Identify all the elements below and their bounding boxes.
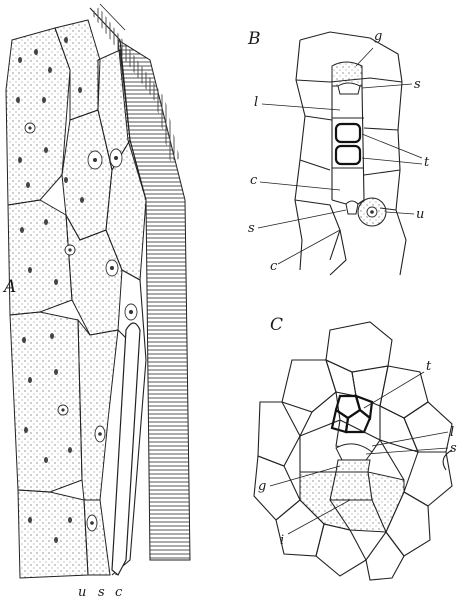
panel-c-callout-g: g [258,479,266,494]
panel-a-label-s: s [98,585,105,600]
panel-b: B g s l t c s u c [247,29,430,275]
panel-c-region-i [300,472,404,532]
panel-b-callout-c2: c [270,259,278,274]
panel-c-cell-s [336,444,372,460]
panel-a-cell [8,200,72,315]
panel-a: A u s c [2,4,190,600]
panel-c-cell-g [336,460,370,472]
panel-b-callout-t: t [424,155,430,170]
panel-a-c-tube [112,323,140,575]
panel-c: C t l s g i [254,315,457,580]
panel-b-tracheid [336,146,360,164]
panel-b-callout-l: l [254,95,258,110]
panel-c-callout-i: i [280,533,284,548]
panel-b-callout-s: s [414,77,421,92]
panel-b-callout-s2: s [248,221,255,236]
panel-b-tracheid [336,124,360,142]
panel-c-callout-s: s [450,441,457,456]
panel-b-label: B [247,29,261,49]
panel-c-tracheid [356,396,372,418]
panel-b-cell-g [332,62,362,86]
panel-b-callout-u: u [416,207,424,222]
panel-a-cell [10,312,82,492]
panel-a-cell [78,320,118,500]
panel-a-label-c: c [115,585,123,600]
panel-a-cell [84,500,110,575]
panel-c-label: C [270,315,283,335]
panel-c-callout-l: l [450,425,454,440]
panel-a-label-u: u [78,585,86,600]
panel-c-callout-t: t [426,359,432,374]
panel-a-label: A [2,277,16,297]
panel-b-callout-g: g [374,29,382,44]
panel-b-cell-s-top [338,83,360,94]
panel-b-cell-s-lower [346,201,358,214]
panel-b-callout-c: c [250,173,258,188]
panel-a-cell [18,490,88,578]
panel-a-cell [6,28,70,205]
